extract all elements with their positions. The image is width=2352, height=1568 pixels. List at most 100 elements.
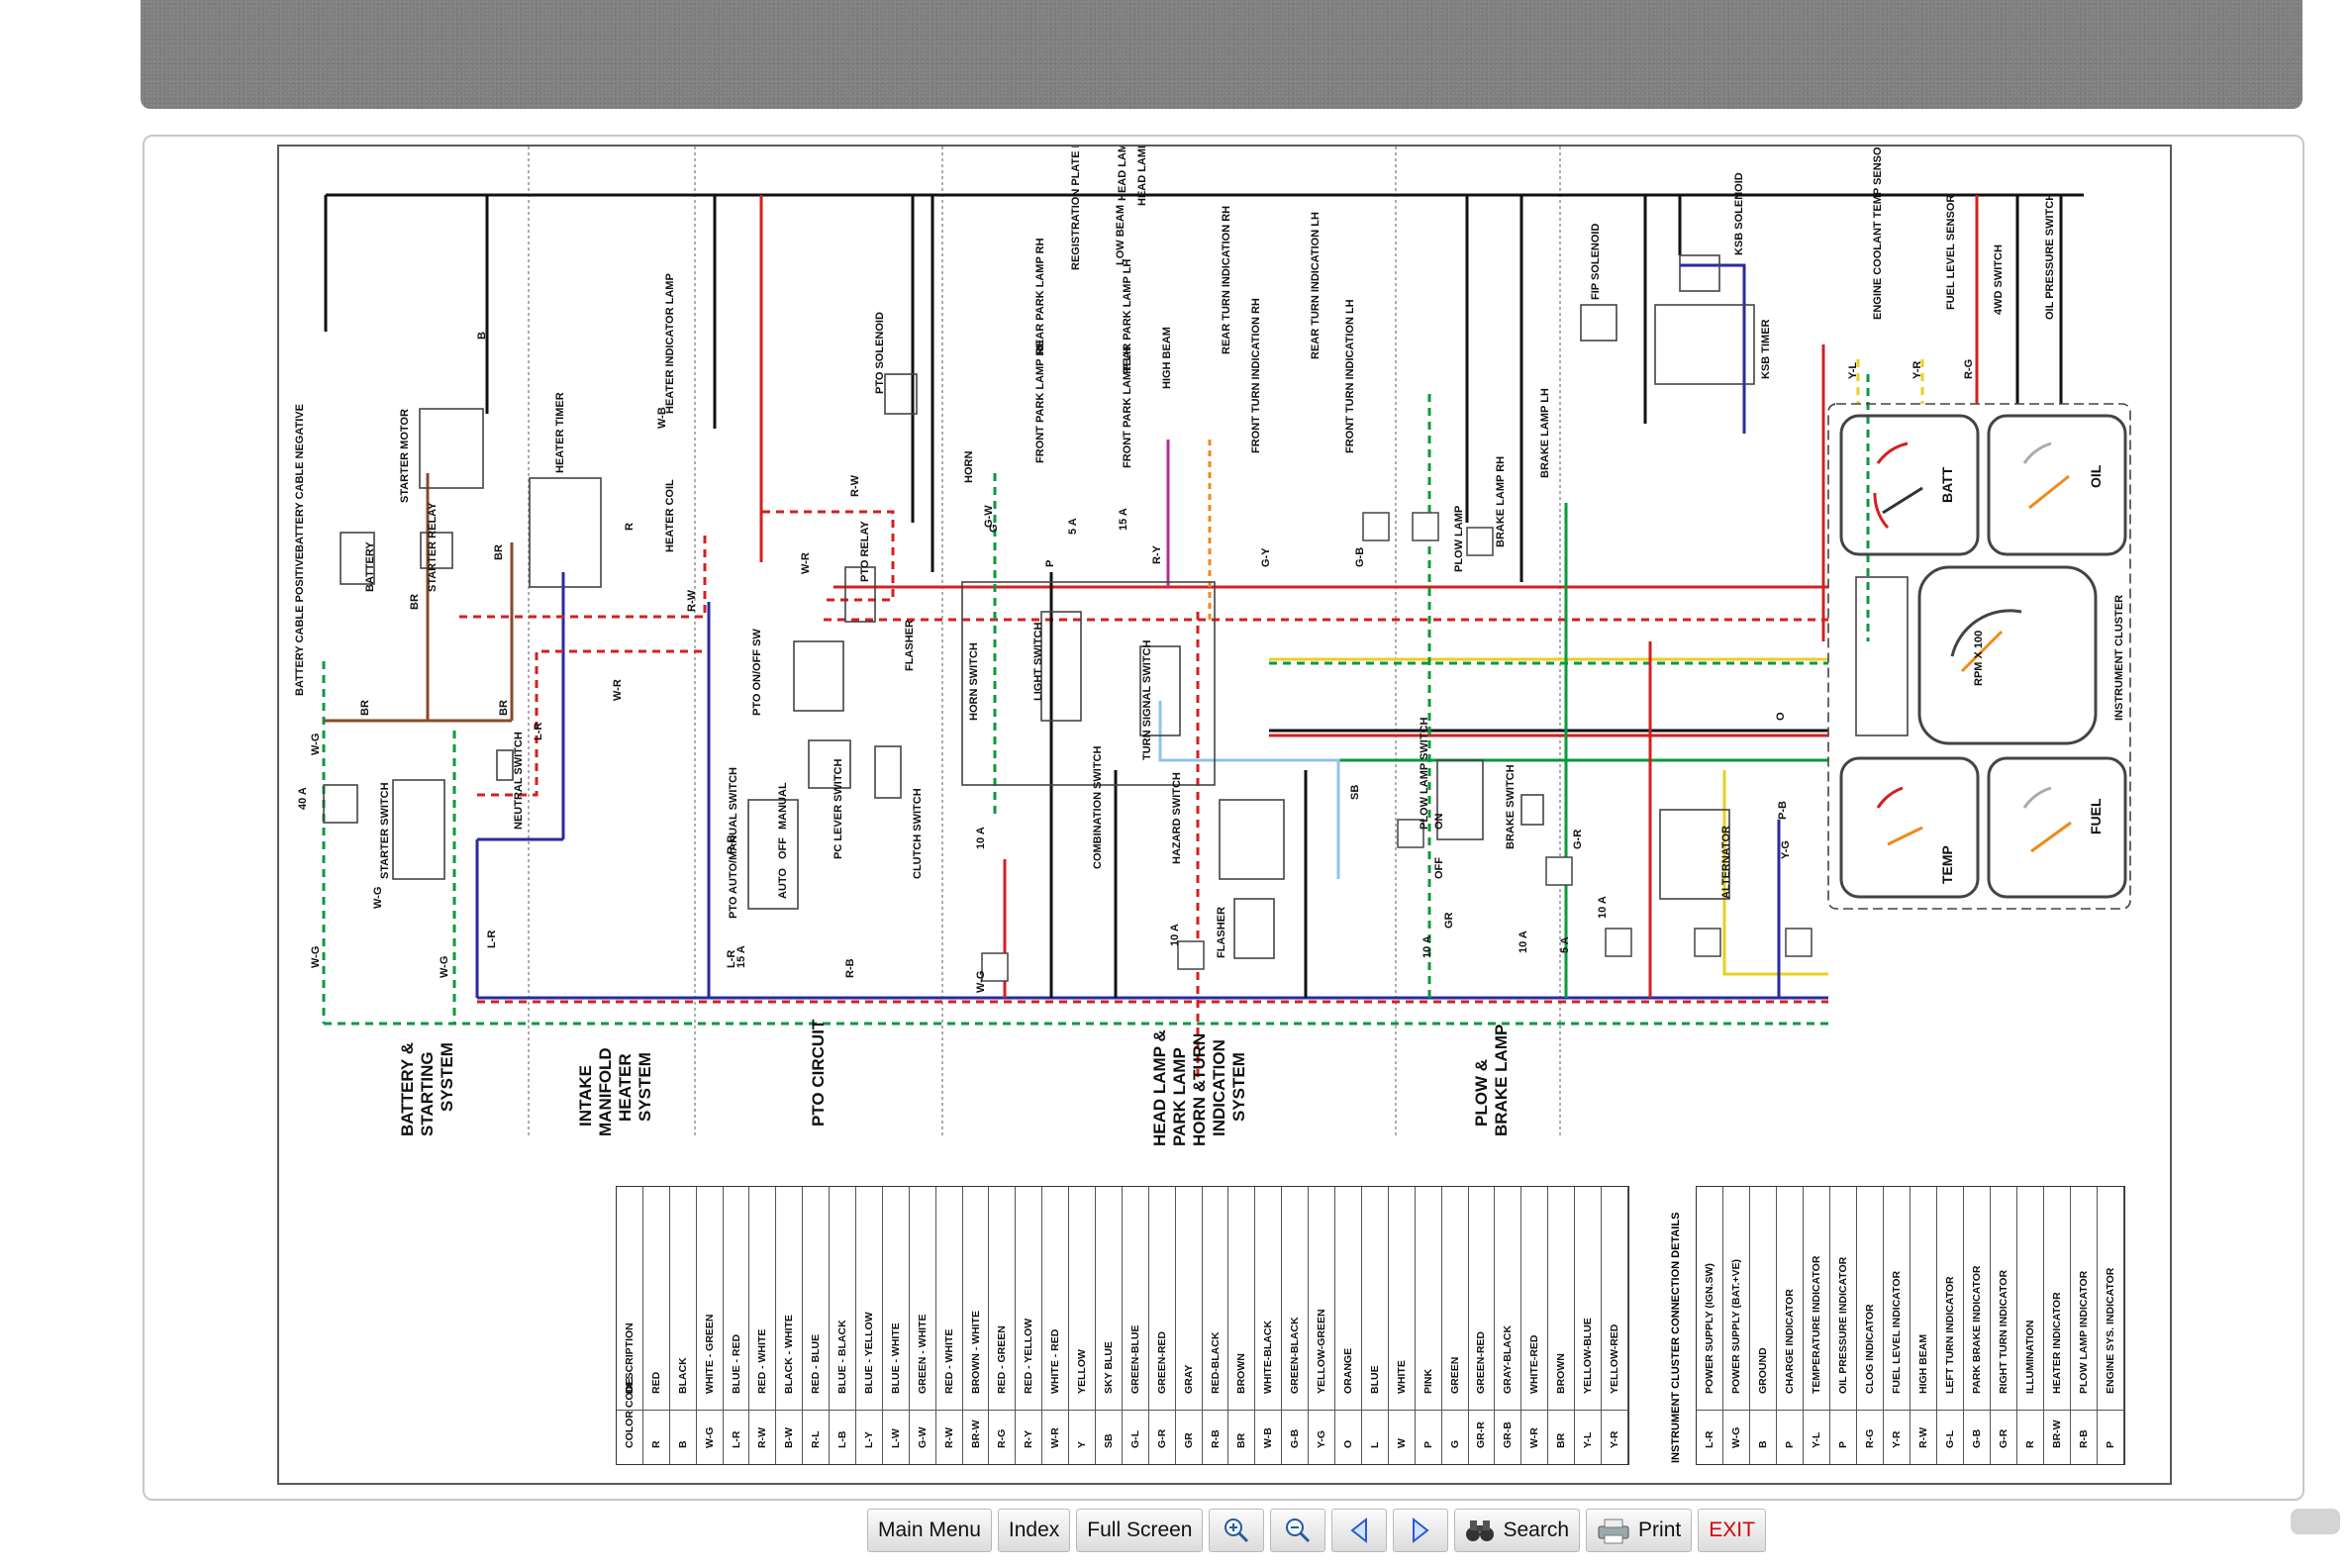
svg-text:W-R: W-R (612, 679, 624, 701)
table-cell: OIL PRESSURE INDICATOR (1837, 1256, 1849, 1394)
svg-text:O: O (1775, 712, 1787, 721)
label-pto-solenoid: PTO SOLENOID (874, 312, 886, 394)
svg-text:W-B: W-B (656, 407, 668, 429)
zoom-in-button[interactable] (1209, 1509, 1265, 1552)
svg-text:R-B: R-B (844, 958, 856, 978)
print-button[interactable]: Print (1586, 1509, 1693, 1552)
svg-text:Y-R: Y-R (1911, 361, 1923, 379)
label-low-beam: LOW BEAM (1115, 205, 1127, 265)
table-cell: ORANGE (1341, 1347, 1354, 1394)
table-cell: RIGHT TURN INDICATOR (1998, 1269, 2009, 1394)
table-cell: G (1448, 1439, 1461, 1448)
table-cell: GR (1182, 1432, 1195, 1448)
table-cell: O (1341, 1439, 1354, 1448)
component-symbols (323, 254, 2131, 959)
svg-text:BR: BR (409, 594, 421, 610)
next-page-button[interactable] (1393, 1509, 1449, 1552)
scroll-handle[interactable] (2291, 1509, 2340, 1534)
label-hazard-switch: HAZARD SWITCH (1171, 772, 1183, 864)
zoom-out-button[interactable] (1270, 1509, 1326, 1552)
table-cell: BR-W (969, 1420, 982, 1448)
table-cell: R (649, 1440, 662, 1448)
label-instrument-cluster: INSTRUMENT CLUSTER (2113, 595, 2125, 721)
table-cell: FUEL LEVEL INDICATOR (1891, 1270, 1903, 1394)
fuse-label: 15 A (1118, 508, 1129, 531)
table-cell: RED (649, 1371, 662, 1394)
table-row: POWER SUPPLY (IGN.SW)L-R (1697, 1187, 1723, 1464)
label-pto-auto-manual-switch: PTO AUTO/MANUAL SWITCH (728, 767, 739, 919)
table-cell: BLUE - BLACK (836, 1320, 849, 1394)
zoom-in-icon (1225, 1519, 1249, 1543)
table-cell: GREEN-RED (1155, 1330, 1168, 1394)
table-cell: WHITE-RED (1528, 1334, 1541, 1395)
fuse-label: 5 A (1067, 518, 1079, 535)
section-headlamp: PARK LAMP (1170, 1047, 1189, 1146)
svg-text:W-G: W-G (439, 956, 450, 978)
label-battery-cable-negative: BATTERY CABLE NEGATIVE (294, 404, 306, 552)
wires (322, 193, 2084, 1077)
section-headlamp: HORN &TURN (1190, 1033, 1209, 1146)
table-cell: ILLUMINATION (2024, 1320, 2036, 1394)
svg-text:G-W: G-W (983, 505, 995, 528)
section-battery: STARTING (418, 1051, 437, 1136)
table-cell: L-R (1704, 1430, 1715, 1449)
table-cell: YELLOW-BLUE (1582, 1318, 1594, 1394)
label-plow-lamp: PLOW LAMP (1453, 506, 1465, 572)
table-cell: G-W (916, 1426, 929, 1448)
table-cell: CLOG INDICATOR (1864, 1304, 1876, 1394)
full-screen-button[interactable]: Full Screen (1076, 1509, 1204, 1552)
svg-text:L-R: L-R (486, 931, 498, 948)
table-cell: WHITE (1395, 1360, 1408, 1394)
fuse-labels: 40 A 15 A 10 A 5 A 15 A 10 A 10 A 10 A 1… (297, 508, 1609, 968)
svg-text:R: R (624, 523, 636, 531)
label-fuel-level-sensor: FUEL LEVEL SENSOR (1945, 195, 1957, 310)
table-cell: GR-B (1502, 1421, 1515, 1448)
search-button[interactable]: Search (1454, 1509, 1581, 1552)
label-horn-switch: HORN SWITCH (968, 642, 980, 721)
table-cell: SKY BLUE (1102, 1341, 1115, 1394)
table-cell: L-B (836, 1430, 849, 1449)
table-cell: BLACK - WHITE (783, 1315, 796, 1394)
index-button[interactable]: Index (997, 1509, 1071, 1552)
table-cell: G-R (1998, 1428, 2009, 1448)
gauge-needles (1873, 441, 2072, 853)
wire-labels: B BR BR BR BR R R-W R-W W-R W-R W-B W-G … (310, 332, 1975, 993)
section-intake: MANIFOLD (596, 1047, 615, 1136)
table-cell: SB (1102, 1433, 1115, 1448)
exit-button[interactable]: EXIT (1698, 1509, 1766, 1552)
component-labels: BATTERY CABLE NEGATIVE BATTERY CABLE POS… (294, 117, 2125, 958)
svg-text:G-Y: G-Y (1260, 547, 1272, 567)
table-cell: R (2024, 1440, 2036, 1448)
label-rear-park-lamp-lh: REAR PARK LAMP LH (1122, 259, 1133, 374)
previous-page-button[interactable] (1331, 1509, 1388, 1552)
svg-text:W-G: W-G (310, 946, 322, 968)
svg-text:P: P (1044, 560, 1056, 567)
table-cell: P (1837, 1440, 1849, 1448)
table-row: SKY BLUE SB (1096, 1187, 1123, 1464)
label-heater-indicator-lamp: HEATER INDICATOR LAMP (664, 273, 676, 414)
svg-text:Y-L: Y-L (1847, 362, 1859, 379)
svg-text:B: B (476, 332, 488, 340)
label-auto: AUTO (777, 868, 789, 899)
label-front-park-lamp-rh: FRONT PARK LAMP RH (1034, 341, 1046, 463)
main-menu-button[interactable]: Main Menu (867, 1509, 992, 1552)
table-cell: W-G (1730, 1426, 1742, 1448)
section-headlamp: HEAD LAMP & (1150, 1029, 1169, 1146)
table-cell: BLUE - WHITE (889, 1323, 902, 1394)
table-cell: R-Y (1023, 1429, 1035, 1448)
section-pto: PTO CIRCUIT (809, 1019, 828, 1127)
label-starter-switch: STARTER SWITCH (379, 782, 391, 879)
